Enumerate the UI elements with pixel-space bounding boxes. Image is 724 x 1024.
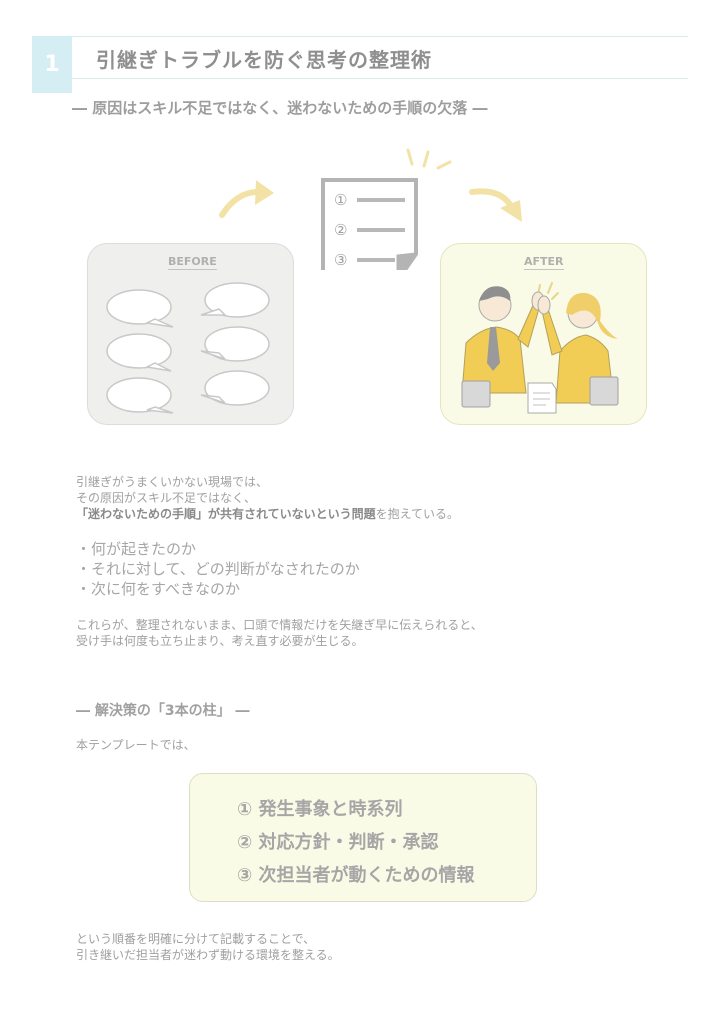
checklist-number-1: ①: [334, 191, 347, 209]
pillars-list: ① 発生事象と時系列 ② 対応方針・判断・承認 ③ 次担当者が動くための情報: [237, 793, 475, 892]
page-title: 引継ぎトラブルを防ぐ思考の整理術: [96, 48, 432, 72]
header-rule-top: [32, 36, 688, 37]
after-label: AFTER: [524, 255, 564, 270]
list-item: ・次に何をすべきなのか: [76, 580, 240, 598]
checklist-document-icon: ① ② ③: [321, 178, 418, 270]
intro-emphasis: 「迷わないための手順」が共有されていないという問題: [76, 507, 376, 521]
checklist-number-2: ②: [334, 221, 347, 239]
closing-paragraph: という順番を明確に分けて記載することで、 引き継いだ担当者が迷わず動ける環境を整…: [76, 931, 340, 963]
solution-heading: ― 解決策の「3本の柱」 ―: [76, 703, 250, 719]
question-list: ・何が起きたのか ・それに対して、どの判断がなされたのか ・次に何をすべきなのか: [76, 539, 360, 599]
explanation-line-2: 受け手は何度も立ち止まり、考え直す必要が生じる。: [76, 634, 364, 648]
closing-line-2: 引き継いだ担当者が迷わず動ける環境を整える。: [76, 948, 340, 962]
pillars-box: [189, 773, 537, 902]
explanation-line-1: これらが、整理されないまま、口頭で情報だけを矢継ぎ早に伝えられると、: [76, 618, 483, 632]
speech-bubble-icon: [106, 377, 174, 414]
speech-bubble-icon: [200, 370, 270, 406]
man-figure-icon: [461, 286, 545, 408]
high-five-illustration: [461, 282, 619, 414]
pillar-item: ② 対応方針・判断・承認: [237, 832, 439, 853]
speech-bubble-icon: [200, 282, 270, 318]
pillar-item: ① 発生事象と時系列: [237, 799, 403, 820]
sparkle-icon: [406, 148, 452, 170]
header-rule-bottom: [32, 78, 688, 79]
intro-paragraph: 引継ぎがうまくいかない現場では、 その原因がスキル不足ではなく、 「迷わないため…: [76, 474, 459, 522]
curved-arrow-right-icon: [219, 180, 274, 218]
speech-bubble-icon: [106, 289, 174, 328]
checklist-number-3: ③: [334, 251, 347, 269]
page-subtitle: ― 原因はスキル不足ではなく、迷わないための手順の欠落 ―: [72, 99, 488, 117]
intro-line-3: 「迷わないための手順」が共有されていないという問題を抱えている。: [76, 506, 459, 522]
speech-bubble-icon: [106, 333, 172, 372]
before-label: BEFORE: [168, 255, 217, 270]
solution-lead: 本テンプレートでは、: [76, 738, 196, 752]
document-icon: [527, 382, 557, 414]
pillar-item: ③ 次担当者が動くための情報: [237, 865, 475, 886]
intro-line-1: 引継ぎがうまくいかない現場では、: [76, 475, 269, 489]
speech-bubbles-illustration: [106, 282, 270, 414]
illustration-top: ① ② ③: [219, 148, 522, 270]
closing-line-1: という順番を明確に分けて記載することで、: [76, 932, 316, 946]
curved-arrow-down-right-icon: [469, 188, 522, 222]
explanation-paragraph: これらが、整理されないまま、口頭で情報だけを矢継ぎ早に伝えられると、 受け手は何…: [76, 617, 483, 649]
list-item: ・それに対して、どの判断がなされたのか: [76, 560, 360, 578]
list-item: ・何が起きたのか: [76, 540, 197, 558]
woman-figure-icon: [537, 292, 619, 406]
speech-bubble-icon: [200, 326, 270, 362]
section-number-badge: 1: [32, 36, 72, 93]
intro-line-2: その原因がスキル不足ではなく、: [76, 491, 257, 505]
intro-line-3-rest: を抱えている。: [375, 507, 460, 521]
